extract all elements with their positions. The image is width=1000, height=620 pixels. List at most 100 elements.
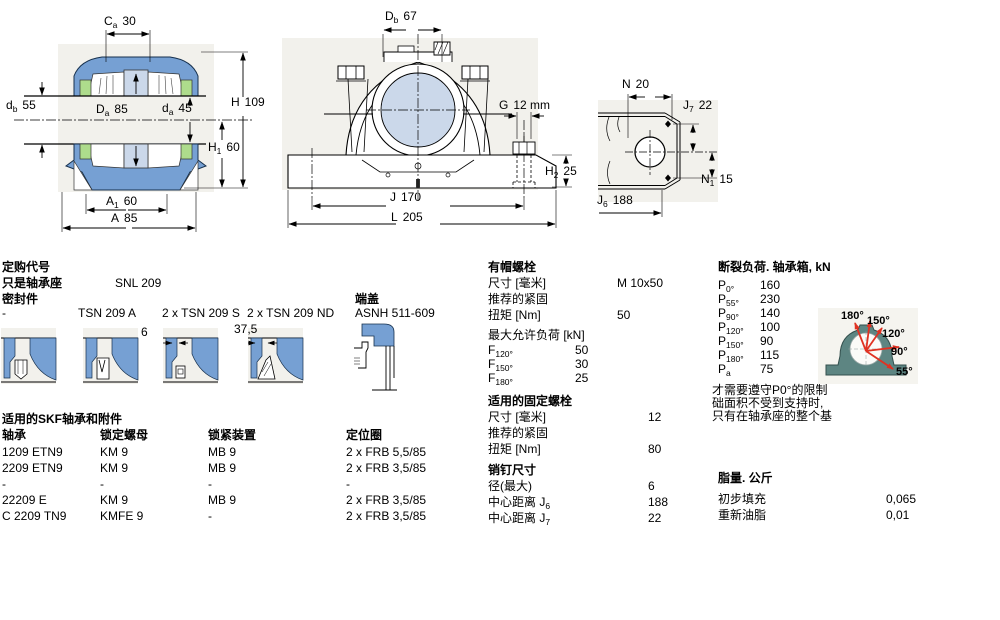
- load-value: 160: [760, 278, 781, 292]
- cap-bolts-title: 有帽螺栓: [488, 260, 537, 274]
- breaking-load-row: P150° 90: [718, 334, 773, 351]
- cap-bolt-size-row: 尺寸 [毫米] M 10x50: [488, 276, 663, 290]
- section-view-drawing: [14, 30, 252, 232]
- bearings-table-title: 适用的SKF轴承和附件: [2, 412, 123, 426]
- dim-sub: b: [12, 104, 18, 114]
- table-cell: 22209 E: [2, 493, 47, 507]
- sym-sub: 120°: [495, 349, 513, 359]
- housing-designation: SNL 209: [115, 276, 162, 290]
- pin-value: 188: [648, 495, 669, 509]
- fixing-bolts-title: 适用的固定螺栓: [488, 394, 573, 408]
- table-cell: KM 9: [100, 461, 129, 475]
- sym-sub: 180°: [726, 354, 744, 364]
- sym-sub: 150°: [495, 363, 513, 373]
- pin-row: 径(最大) 6: [488, 479, 655, 494]
- end-cover-thumb: [354, 323, 397, 391]
- angle-label-150: 150°: [867, 315, 890, 327]
- dim-value: 12 mm: [513, 98, 551, 112]
- pin-label: 径(最大): [488, 479, 532, 493]
- dim-base: D: [96, 102, 105, 116]
- dim-j: J 170: [390, 191, 421, 205]
- angle-label-120: 120°: [882, 328, 905, 340]
- cap-bolt-head-left: [337, 65, 365, 80]
- load-symbol: F120°: [488, 343, 513, 360]
- grease-label: 重新油脂: [718, 508, 767, 522]
- dim-sub: a: [104, 108, 110, 118]
- table-cell: -: [208, 509, 212, 523]
- load-value: 115: [760, 348, 780, 362]
- sym-base: P: [718, 320, 727, 334]
- pin-value: 22: [648, 511, 662, 525]
- dimension-lines: [287, 27, 572, 228]
- seal-left: [79, 79, 92, 97]
- seal-thumb-tsn-s: [163, 328, 219, 384]
- seal-option-tsn-a: TSN 209 A: [78, 306, 137, 320]
- fixing-bolt-torque-row: 扭矩 [Nm] 80: [488, 442, 661, 456]
- dim-value: 22: [698, 98, 713, 112]
- sym-sub: 0°: [726, 284, 735, 294]
- breaking-load-row: P180° 115: [718, 348, 779, 365]
- label-sub: 7: [545, 517, 551, 527]
- size-value: 12: [648, 410, 662, 424]
- label-sub: 6: [545, 501, 551, 511]
- breaking-load-row: Pa 75: [718, 363, 773, 379]
- sym-base: F: [488, 357, 496, 371]
- label-text: 中心距离 J: [488, 495, 546, 509]
- pin-value: 6: [648, 479, 655, 493]
- pin-row: 中心距离 J7 22: [488, 512, 661, 528]
- dimension-lines: [599, 94, 717, 217]
- pins-title: 销钉尺寸: [488, 463, 537, 477]
- table-cell: 2 x FRB 3,5/85: [346, 461, 427, 475]
- dim-sub: 1: [216, 146, 222, 156]
- foot-bolt-head: [512, 141, 536, 155]
- dim-sub: 1: [114, 200, 119, 210]
- table-cell: -: [208, 477, 212, 491]
- sym-base: P: [718, 306, 727, 320]
- load-symbol: F150°: [488, 357, 513, 374]
- fixing-bolt-size-row: 尺寸 [毫米] 12: [488, 410, 661, 424]
- breaking-load-row: P90° 140: [718, 306, 780, 323]
- dim-base: H: [231, 95, 240, 109]
- table-cell: 2 x FRB 3,5/85: [346, 493, 427, 507]
- table-cell: 2 x FRB 5,5/85: [346, 445, 427, 459]
- sym-sub: 90°: [726, 312, 739, 322]
- grease-title: 脂量. 公斤: [718, 471, 773, 485]
- seal-thumb-dim-37-5: 37,5: [234, 322, 258, 336]
- dim-value: 170: [401, 190, 422, 204]
- sym-base: P: [718, 278, 727, 292]
- load-value: 100: [760, 320, 781, 334]
- table-cell: -: [2, 477, 6, 491]
- table-cell: -: [100, 477, 104, 491]
- table-cell: MB 9: [208, 445, 237, 459]
- table-cell: 2 x FRB 3,5/85: [346, 509, 427, 523]
- torque-value: 80: [648, 442, 662, 456]
- table-cell: MB 9: [208, 461, 237, 475]
- sym-base: P: [718, 334, 727, 348]
- size-label: 尺寸 [毫米]: [488, 410, 547, 424]
- pin-label: 中心距离 J6: [488, 495, 551, 512]
- load-row: F180° 25: [488, 372, 588, 388]
- torque-label: 扭矩 [Nm]: [488, 442, 541, 456]
- dim-sub: 7: [689, 104, 694, 114]
- load-symbol: P90°: [718, 306, 739, 323]
- sym-sub: 120°: [726, 326, 744, 336]
- cap-bolt-torque-row: 扭矩 [Nm] 50: [488, 308, 630, 322]
- dim-sub: b: [393, 15, 399, 25]
- size-label: 尺寸 [毫米]: [488, 276, 547, 290]
- angle-label-55: 55°: [896, 366, 913, 378]
- load-value: 140: [760, 306, 781, 320]
- dim-base: N: [701, 172, 710, 186]
- sym-base: P: [718, 348, 727, 362]
- seal-thumb-dim-6: 6: [141, 325, 148, 339]
- torque-label: 扭矩 [Nm]: [488, 308, 541, 322]
- dim-base: J: [390, 190, 396, 204]
